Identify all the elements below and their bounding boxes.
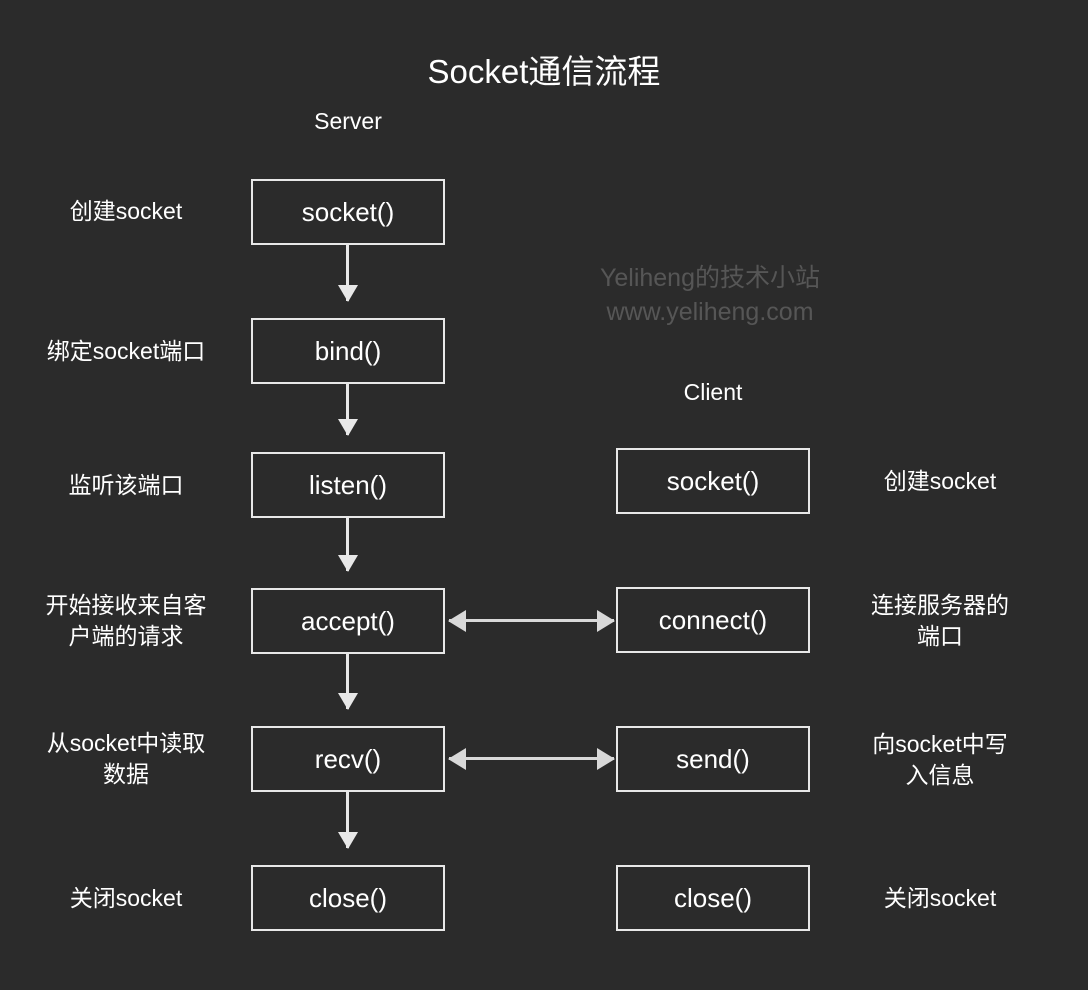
watermark: Yeliheng的技术小站 www.yeliheng.com	[560, 261, 860, 329]
client-node-send[interactable]: send()	[616, 726, 810, 792]
client-step-description-socket: 创建socket	[883, 468, 997, 494]
flow-arrow-recv-to-close	[346, 792, 349, 848]
cross-arrow-accept-connect	[449, 619, 614, 622]
flow-arrow-socket-to-bind	[346, 245, 349, 301]
server-step-description-listen: 监听该端口	[68, 472, 184, 498]
server-node-bind[interactable]: bind()	[251, 318, 445, 384]
server-column-header: Server	[314, 108, 382, 134]
cross-arrow-recv-send	[449, 757, 614, 760]
server-step-description-close: 关闭socket	[69, 885, 183, 911]
server-step-description-socket: 创建socket	[69, 198, 183, 224]
server-node-listen[interactable]: listen()	[251, 452, 445, 518]
server-node-close[interactable]: close()	[251, 865, 445, 931]
client-node-socket[interactable]: socket()	[616, 448, 810, 514]
flow-arrow-bind-to-listen	[346, 384, 349, 435]
client-column-header: Client	[683, 379, 743, 405]
client-step-description-connect: 连接服务器的 端口	[871, 592, 1009, 649]
client-node-close[interactable]: close()	[616, 865, 810, 931]
client-step-description-close: 关闭socket	[883, 885, 997, 911]
client-step-description-send: 向socket中写 入信息	[872, 731, 1008, 788]
flow-arrow-listen-to-accept	[346, 518, 349, 571]
server-step-description-accept: 开始接收来自客 户端的请求	[45, 592, 207, 649]
watermark-line-1: Yeliheng的技术小站	[599, 264, 820, 292]
page-title: Socket通信流程	[427, 53, 661, 90]
client-node-connect[interactable]: connect()	[616, 587, 810, 653]
server-step-description-recv: 从socket中读取 数据	[46, 730, 206, 787]
server-step-description-bind: 绑定socket端口	[46, 338, 206, 364]
flow-arrow-accept-to-recv	[346, 654, 349, 709]
watermark-line-2: www.yeliheng.com	[606, 298, 814, 326]
server-node-recv[interactable]: recv()	[251, 726, 445, 792]
server-node-socket[interactable]: socket()	[251, 179, 445, 245]
server-node-accept[interactable]: accept()	[251, 588, 445, 654]
